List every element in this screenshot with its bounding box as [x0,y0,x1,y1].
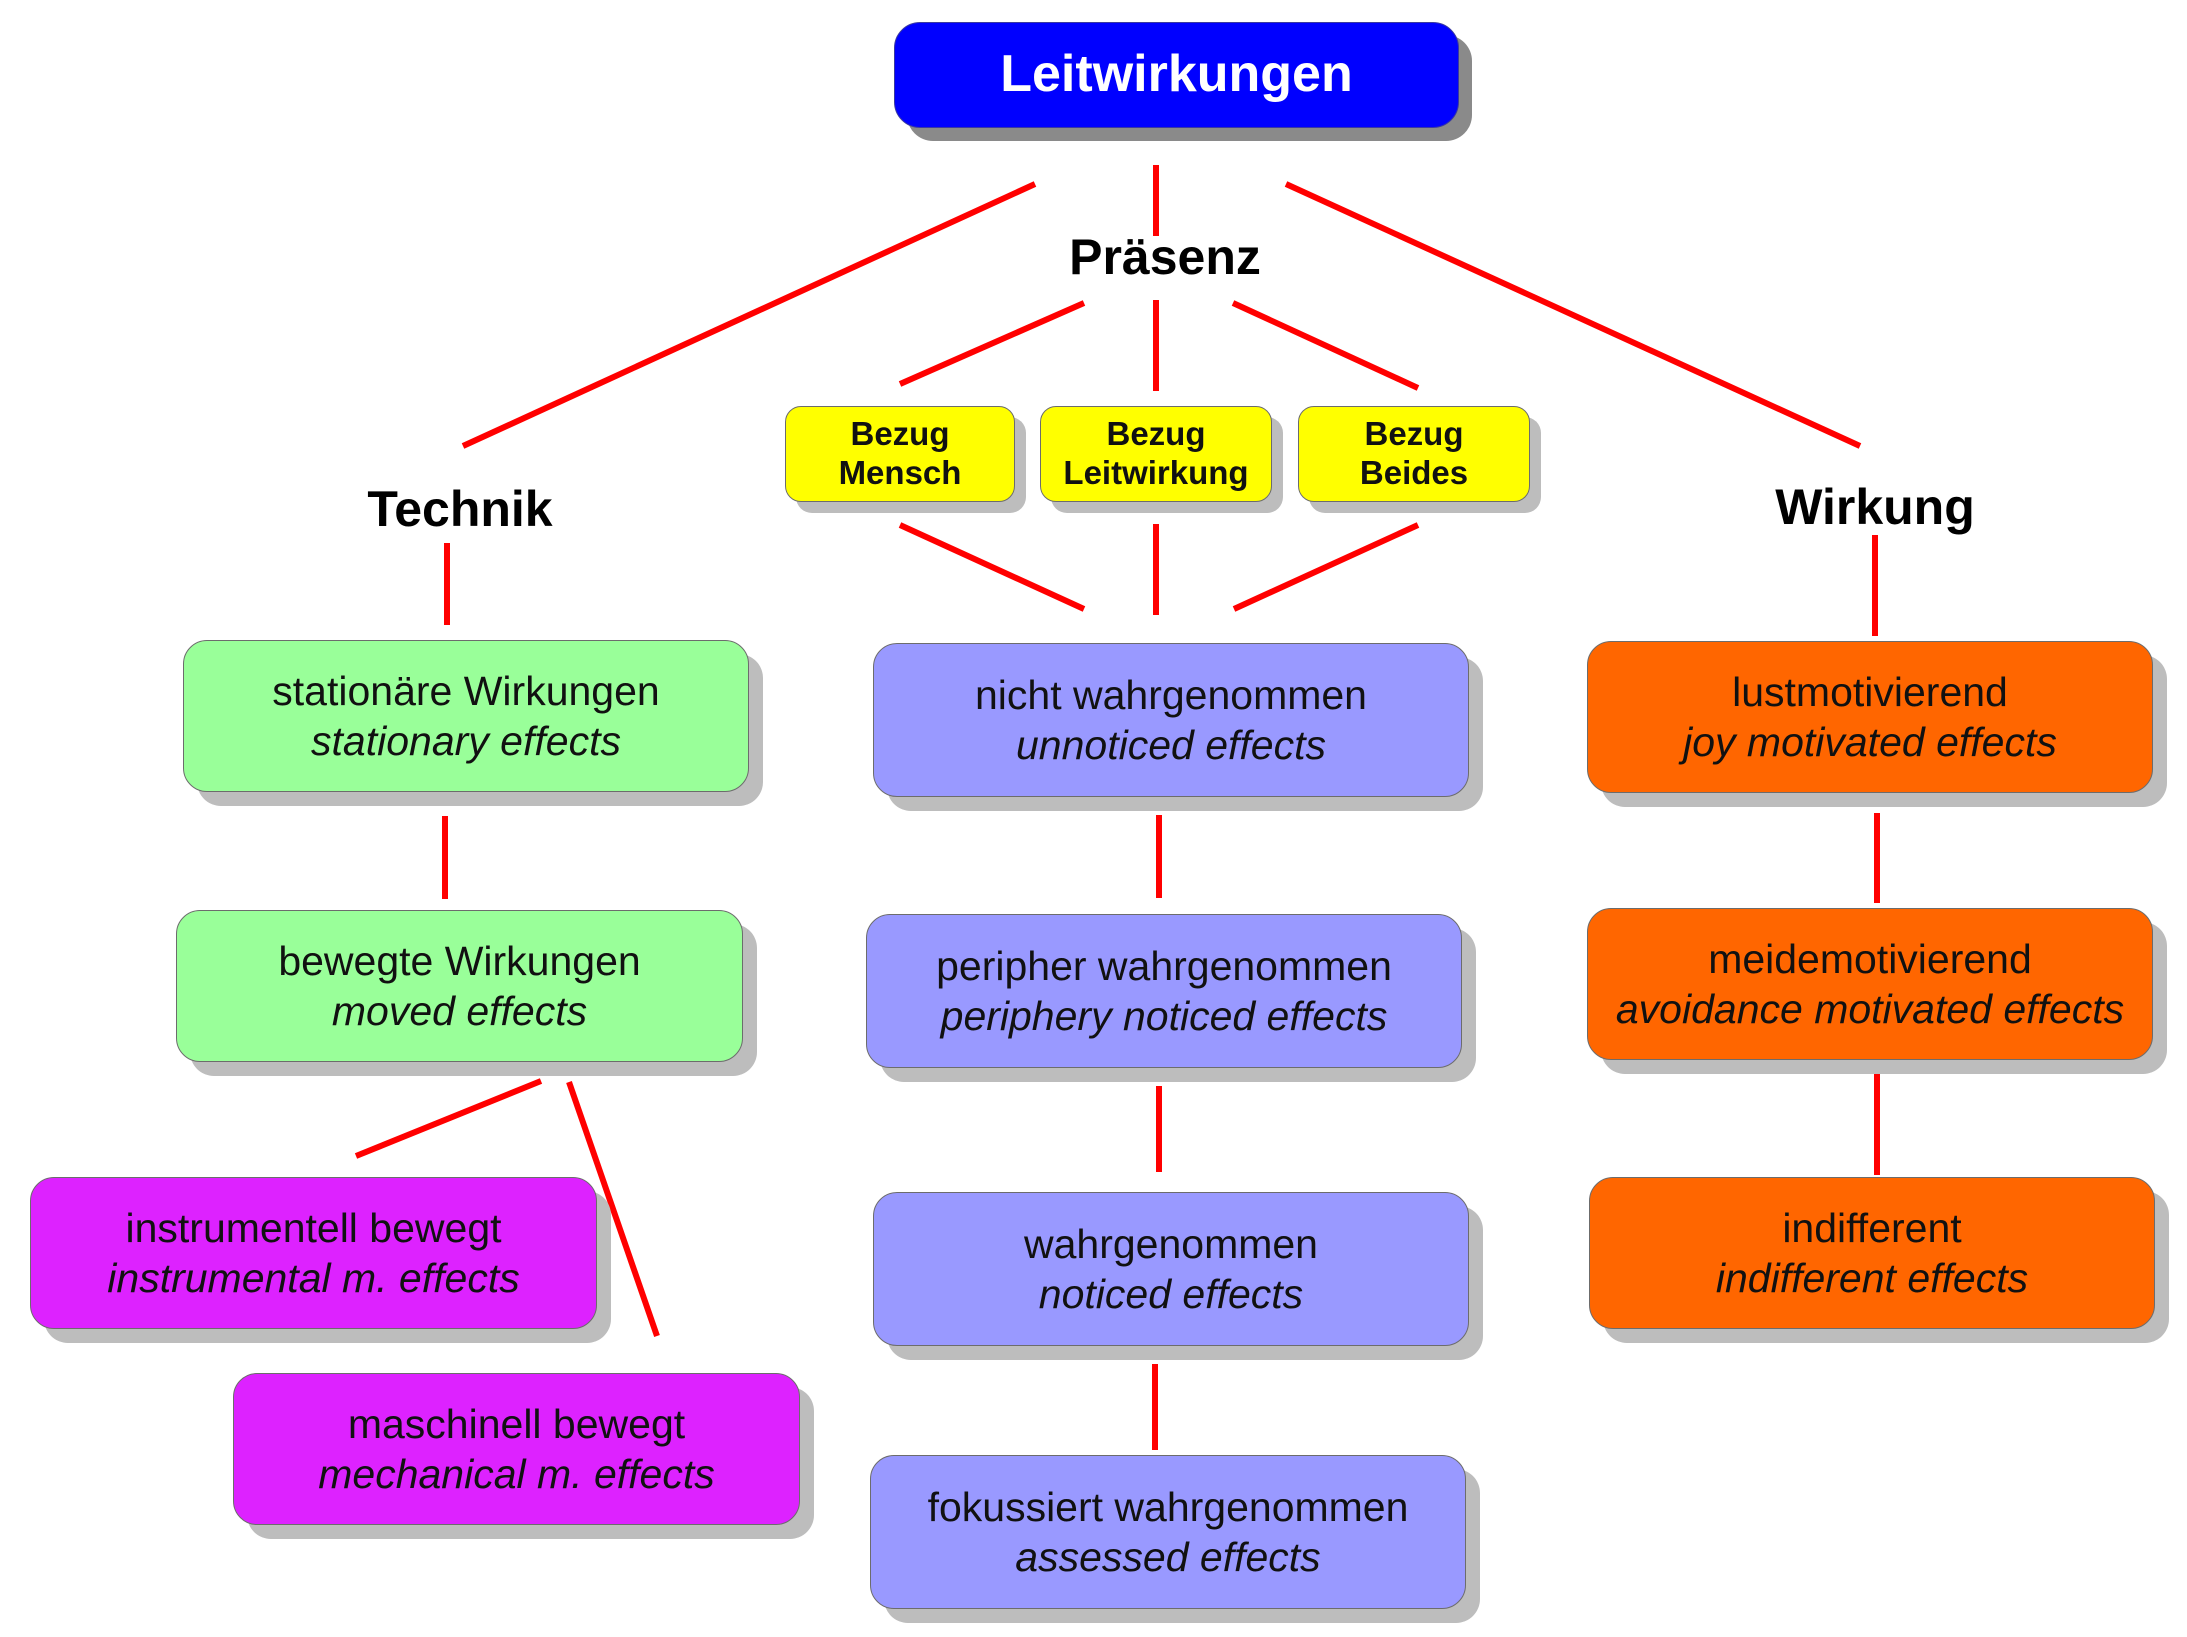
connector-bezug-mensch-nicht [898,522,1086,612]
bezug-mensch-node: Bezug Mensch [785,406,1015,502]
indifferent-node: indifferent indifferent effects [1589,1177,2155,1329]
meidemotivierend-node: meidemotivierend avoidance motivated eff… [1587,908,2153,1060]
branch-label-technik: Technik [367,481,553,537]
connector-bewegt-maschinell [566,1081,660,1337]
fokussiert-wahrgenommen-node: fokussiert wahrgenommen assessed effects [870,1455,1466,1609]
connector-praesenz-bezug-beides [1231,300,1420,391]
branch-label-wirkung: Wirkung [1775,479,1975,535]
nicht-wahrgenommen-node: nicht wahrgenommen unnoticed effects [873,643,1469,797]
connector-bezug-beides-nicht [1232,522,1420,612]
instrumentell-bewegt-node: instrumentell bewegt instrumental m. eff… [30,1177,597,1329]
maschinell-bewegt-node: maschinell bewegt mechanical m. effects [233,1373,800,1525]
bewegte-wirkungen-node: bewegte Wirkungen moved effects [176,910,743,1062]
peripher-wahrgenommen-node: peripher wahrgenommen periphery noticed … [866,914,1462,1068]
root-title: Leitwirkungen [1000,45,1353,104]
lustmotivierend-node: lustmotivierend joy motivated effects [1587,641,2153,793]
connector-root-wirkung [1284,181,1862,449]
root-node: Leitwirkungen [894,22,1459,128]
connector-root-technik [461,181,1037,449]
branch-label-praesenz: Präsenz [1069,229,1261,285]
stationaere-wirkungen-node: stationäre Wirkungen stationary effects [183,640,749,792]
wahrgenommen-node: wahrgenommen noticed effects [873,1192,1469,1346]
connector-praesenz-bezug-mensch [898,300,1086,387]
bezug-beides-node: Bezug Beides [1298,406,1530,502]
bezug-leitwirkung-node: Bezug Leitwirkung [1040,406,1272,502]
connector-bewegt-instrumentell [354,1078,543,1159]
